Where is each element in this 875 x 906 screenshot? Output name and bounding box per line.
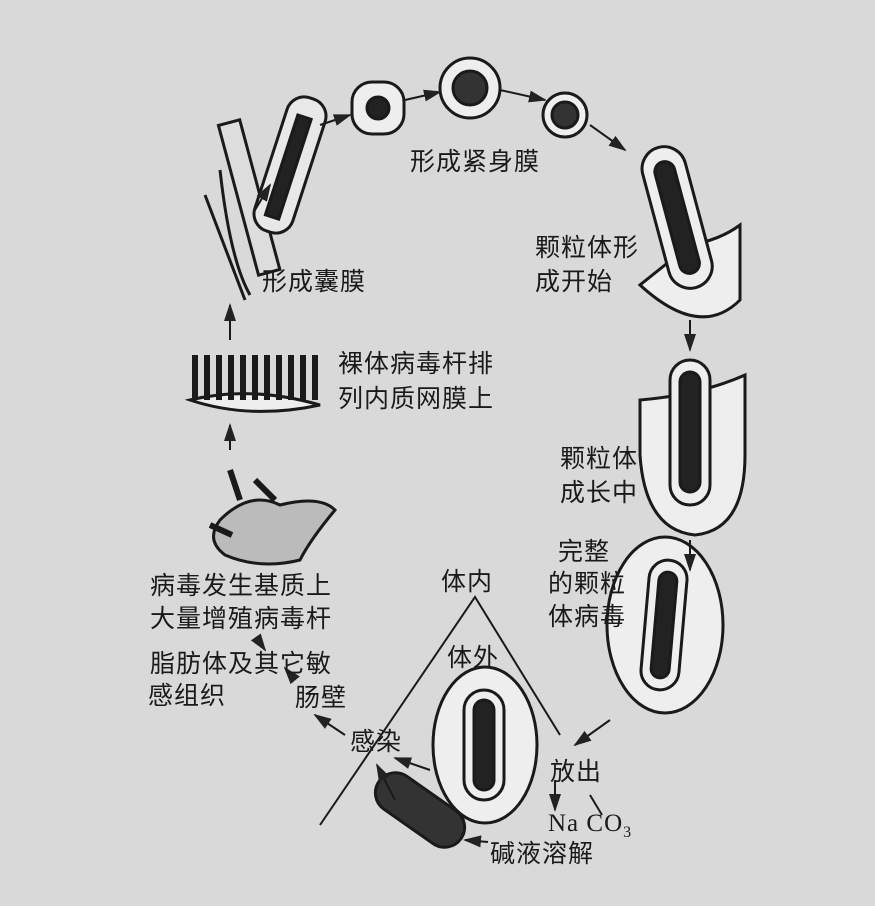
arrow-7 bbox=[589, 124, 627, 152]
small-virion-1 bbox=[350, 80, 406, 136]
arrow-6 bbox=[499, 89, 547, 103]
arrow-16 bbox=[283, 666, 300, 685]
label-gut-wall: 肠壁 bbox=[295, 683, 348, 712]
arrow-17 bbox=[250, 633, 267, 652]
arrow-10 bbox=[573, 719, 611, 747]
label-fat-body-1: 脂肪体及其它敏 bbox=[150, 649, 333, 678]
label-granule-start-2: 成开始 bbox=[535, 267, 614, 296]
label-naked-rods-1: 裸体病毒杆排 bbox=[338, 349, 495, 378]
small-virion-3 bbox=[541, 91, 589, 139]
arrow-15 bbox=[313, 713, 346, 736]
label-complete-3: 体病毒 bbox=[548, 602, 627, 631]
label-naco3: Na CO3 bbox=[548, 808, 632, 849]
arrow-5 bbox=[404, 89, 442, 102]
capsule-forming-rods bbox=[203, 95, 328, 301]
label-tight-membrane: 形成紧身膜 bbox=[410, 147, 541, 176]
arrow-11 bbox=[393, 757, 431, 771]
label-in-vivo: 体内 bbox=[441, 567, 494, 596]
label-fat-body-2: 感组织 bbox=[148, 681, 227, 710]
arrow-13 bbox=[463, 835, 489, 848]
naco3-text: Na CO bbox=[548, 810, 624, 837]
arrow-3 bbox=[254, 183, 272, 211]
granule-growing bbox=[638, 358, 747, 537]
naco3-pointer bbox=[589, 794, 603, 816]
in-vitro-virus bbox=[431, 665, 539, 825]
label-growing-1: 颗粒体 bbox=[560, 444, 639, 473]
label-growing-2: 成长中 bbox=[560, 478, 639, 507]
label-complete-2: 的颗粒 bbox=[548, 569, 627, 598]
arrow-4 bbox=[319, 114, 352, 126]
label-naked-rods-2: 列内质网膜上 bbox=[338, 384, 495, 413]
complete-granulosis-virus bbox=[605, 535, 725, 715]
granule-start bbox=[637, 145, 742, 319]
label-granule-start-1: 颗粒体形 bbox=[535, 233, 640, 262]
label-complete-1: 完整 bbox=[558, 537, 611, 566]
label-in-vitro: 体外 bbox=[447, 643, 500, 672]
naked-rods-on-er bbox=[184, 355, 321, 413]
label-capsule: 形成囊膜 bbox=[262, 267, 367, 296]
label-alkali-dissolve: 碱液溶解 bbox=[490, 839, 595, 868]
arrow-14 bbox=[376, 763, 396, 801]
label-stroma-2: 大量增殖病毒杆 bbox=[150, 604, 333, 633]
label-stroma-1: 病毒发生基质上 bbox=[150, 571, 333, 600]
label-infection: 感染 bbox=[350, 727, 403, 756]
small-virion-2 bbox=[438, 56, 502, 120]
in-out-triangle bbox=[319, 595, 561, 826]
virogenic-stroma bbox=[208, 469, 338, 566]
naco3-subscript: 3 bbox=[623, 824, 633, 841]
label-release: 放出 bbox=[550, 757, 603, 786]
